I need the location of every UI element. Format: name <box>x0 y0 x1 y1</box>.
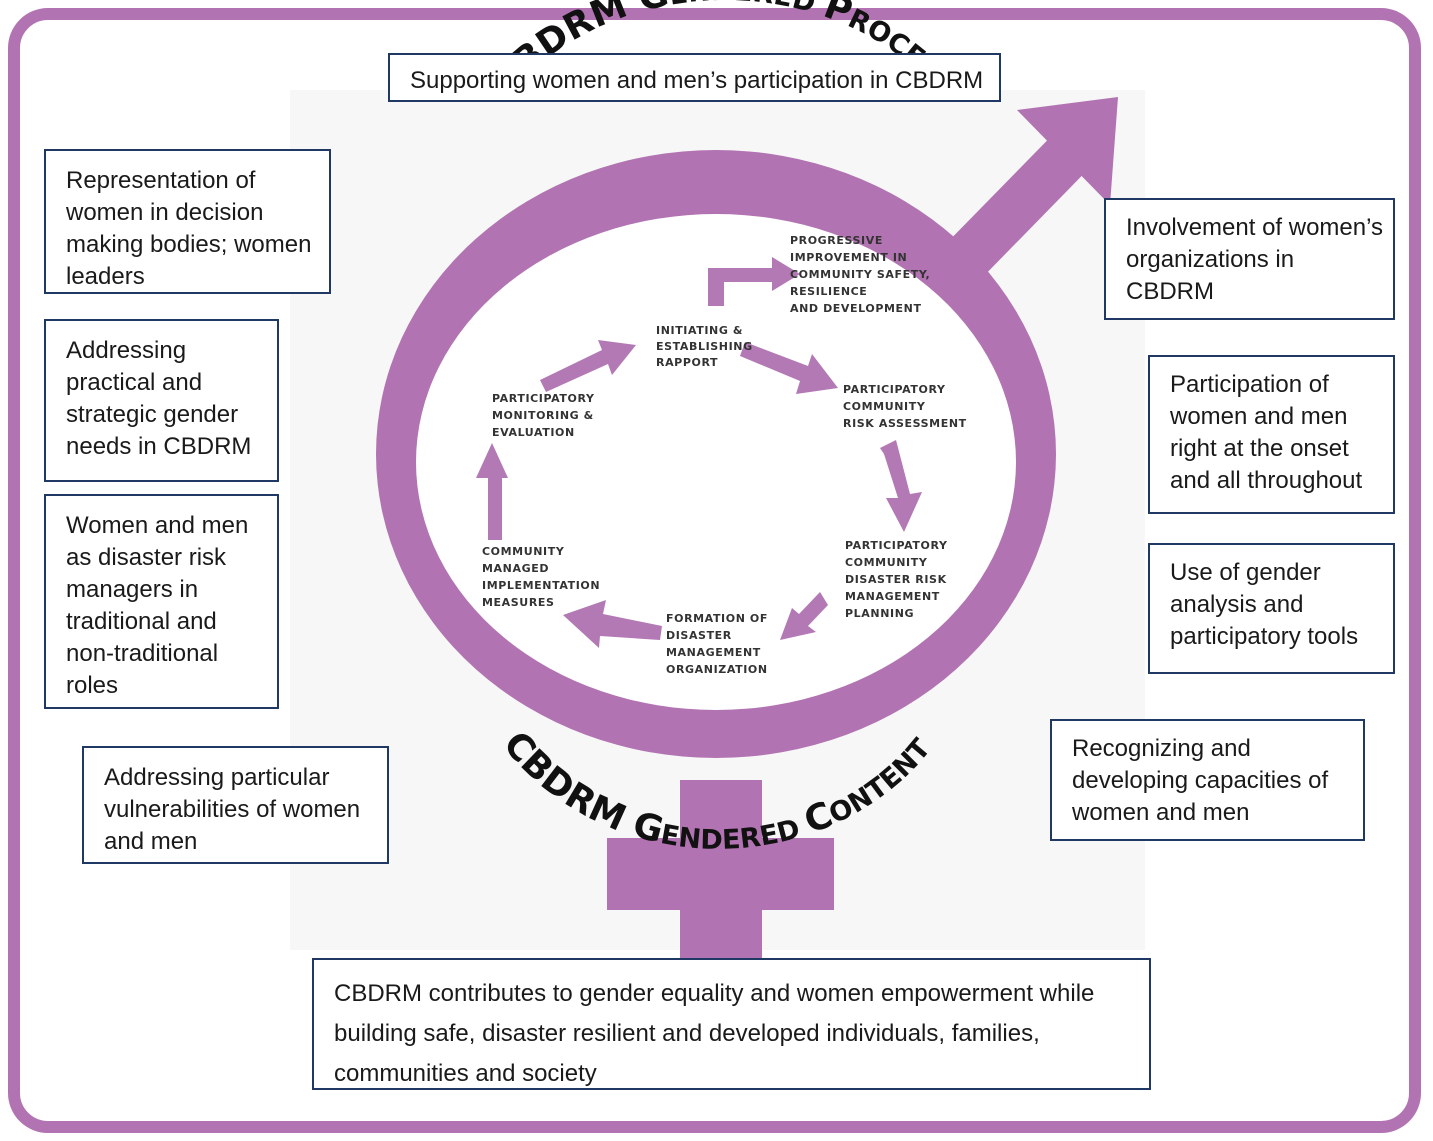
callout-participation-onset: Participation of women and men right at … <box>1148 355 1395 514</box>
callout-vulnerabilities: Addressing particular vulnerabilities of… <box>82 746 389 864</box>
cycle-arrow-planning-to-organization <box>780 592 828 640</box>
outcome-arrow <box>708 257 800 306</box>
male-arrow-head <box>1017 97 1118 205</box>
cycle-arrow-monitoring-to-initiating <box>540 340 636 392</box>
cycle-step-monitoring: PARTICIPATORY MONITORING & EVALUATION <box>492 392 599 439</box>
cycle-outcome-label: PROGRESSIVE IMPROVEMENT IN COMMUNITY SAF… <box>790 234 935 315</box>
cycle-step-risk-assessment: PARTICIPATORY COMMUNITY RISK ASSESSMENT <box>843 383 967 430</box>
callout-supporting-participation: Supporting women and men’s participation… <box>388 53 1001 102</box>
cycle-arrow-implementation-to-monitoring <box>476 443 508 540</box>
cycle-step-drm-planning: PARTICIPATORY COMMUNITY DISASTER RISK MA… <box>845 539 952 620</box>
cycle-arrow-organization-to-implementation <box>563 600 662 648</box>
cycle-step-organization: FORMATION OF DISASTER MANAGEMENT ORGANIZ… <box>666 612 772 676</box>
callout-gender-analysis: Use of gender analysis and participatory… <box>1148 543 1395 674</box>
cycle-arrow-assessment-to-planning <box>880 440 922 532</box>
callout-risk-managers: Women and men as disaster risk managers … <box>44 494 279 709</box>
callout-capacities: Recognizing and developing capacities of… <box>1050 719 1365 841</box>
gender-ring-inner <box>416 214 1016 710</box>
callout-gender-needs: Addressing practical and strategic gende… <box>44 319 279 482</box>
female-cross-bar <box>607 838 834 910</box>
callout-gender-equality: CBDRM contributes to gender equality and… <box>312 958 1151 1090</box>
callout-representation: Representation of women in decision maki… <box>44 149 331 294</box>
cycle-step-initiating: INITIATING & ESTABLISHING RAPPORT <box>656 324 757 369</box>
cycle-step-implementation: COMMUNITY MANAGED IMPLEMENTATION MEASURE… <box>482 545 605 609</box>
cycle-arrow-initiating-to-assessment <box>740 342 838 394</box>
callout-womens-organizations: Involvement of women’s organizations in … <box>1104 198 1395 320</box>
